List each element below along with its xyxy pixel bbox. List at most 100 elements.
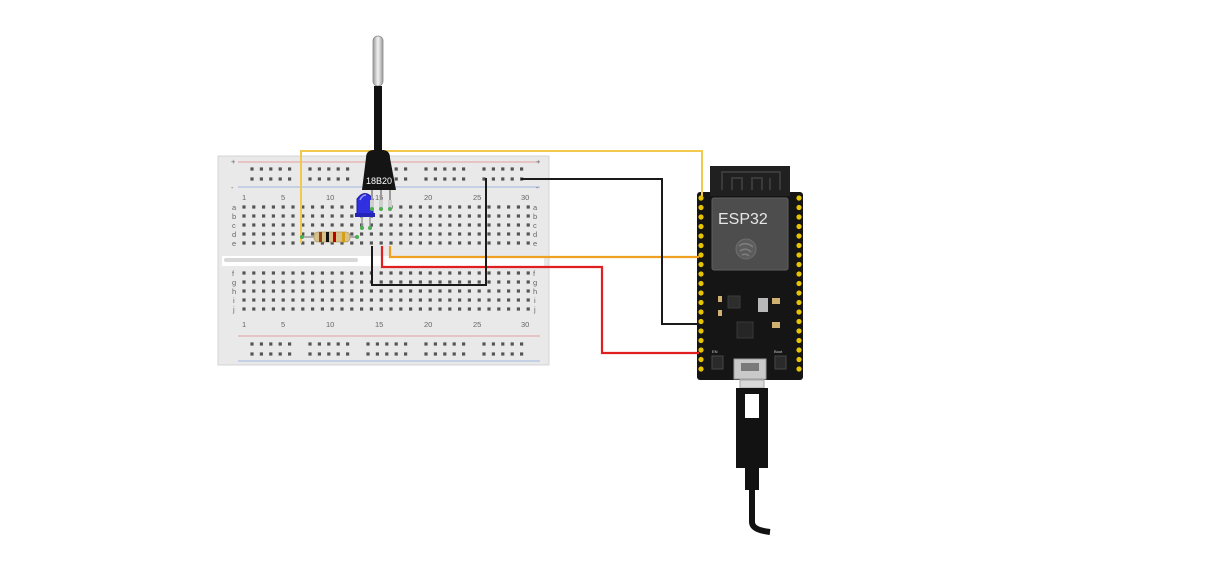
breadboard-hole: [252, 223, 256, 227]
breadboard-hole: [340, 289, 344, 293]
breadboard-hole: [250, 342, 254, 346]
breadboard-hole: [418, 241, 422, 245]
breadboard-hole: [477, 280, 481, 284]
breadboard-hole: [262, 241, 266, 245]
breadboard-hole: [262, 232, 266, 236]
breadboard-hole: [281, 205, 285, 209]
resistor-body: [313, 231, 351, 243]
header-pin: [796, 366, 802, 372]
usb-strain-relief: [745, 468, 759, 490]
rail-symbol: -: [231, 183, 234, 192]
breadboard-hole: [477, 298, 481, 302]
breadboard-hole: [404, 167, 408, 171]
breadboard-hole: [327, 177, 331, 181]
breadboard-hole: [438, 232, 442, 236]
breadboard-hole: [516, 241, 520, 245]
breadboard-hole: [399, 289, 403, 293]
breadboard-hole: [389, 271, 393, 275]
breadboard-hole: [320, 280, 324, 284]
breadboard-hole: [301, 280, 305, 284]
breadboard-hole: [320, 223, 324, 227]
breadboard-hole: [317, 352, 321, 356]
header-pin: [796, 309, 802, 315]
breadboard-hole: [330, 214, 334, 218]
breadboard-hole: [501, 342, 505, 346]
header-pin: [796, 337, 802, 344]
header-pin: [698, 328, 704, 334]
breadboard-hole: [242, 271, 246, 275]
breadboard-hole: [375, 352, 379, 356]
breadboard-hole: [458, 307, 462, 311]
usb-cord: [749, 490, 771, 535]
column-number: 5: [281, 320, 285, 329]
breadboard-hole: [418, 232, 422, 236]
breadboard-hole: [438, 271, 442, 275]
breadboard-hole: [520, 352, 524, 356]
breadboard-hole: [301, 298, 305, 302]
column-number: 30: [521, 193, 529, 202]
breadboard-hole: [477, 307, 481, 311]
column-number: 25: [473, 320, 481, 329]
header-pin: [796, 223, 802, 230]
breadboard-hole: [482, 167, 486, 171]
breadboard-hole: [389, 289, 393, 293]
breadboard-hole: [526, 280, 530, 284]
breadboard-hole: [259, 167, 263, 171]
breadboard-hole: [399, 232, 403, 236]
breadboard-hole: [497, 223, 501, 227]
led-pin-marker: [360, 226, 364, 230]
esp32-board: ESP32 EN Boot: [697, 166, 803, 380]
breadboard-hole: [281, 307, 285, 311]
breadboard-hole: [467, 307, 471, 311]
column-number: 5: [281, 193, 285, 202]
breadboard-hole: [409, 289, 413, 293]
breadboard-hole: [360, 280, 364, 284]
breadboard-hole: [399, 214, 403, 218]
breadboard-hole: [311, 214, 315, 218]
header-pin: [698, 204, 704, 211]
breadboard-hole: [409, 271, 413, 275]
breadboard-hole: [340, 280, 344, 284]
breadboard-hole: [448, 232, 452, 236]
breadboard-hole: [487, 298, 491, 302]
breadboard-hole: [394, 167, 398, 171]
breadboard-hole: [497, 298, 501, 302]
breadboard-hole: [360, 271, 364, 275]
breadboard-hole: [516, 289, 520, 293]
boot-button[interactable]: [774, 355, 787, 370]
breadboard-hole: [507, 298, 511, 302]
breadboard-hole: [510, 167, 514, 171]
breadboard-hole: [262, 271, 266, 275]
breadboard-hole: [428, 232, 432, 236]
column-number: 10: [326, 320, 334, 329]
header-pin: [796, 280, 802, 287]
breadboard-hole: [389, 307, 393, 311]
breadboard-hole: [320, 205, 324, 209]
probe-steel-tip: [372, 35, 384, 87]
header-pin: [796, 328, 802, 334]
breadboard-hole: [526, 289, 530, 293]
header-pin: [796, 204, 802, 211]
breadboard-hole: [252, 241, 256, 245]
regulator-chip: [736, 321, 754, 339]
breadboard-hole: [252, 214, 256, 218]
breadboard-hole: [252, 289, 256, 293]
breadboard-hole: [301, 241, 305, 245]
breadboard-hole: [399, 205, 403, 209]
breadboard-hole: [516, 298, 520, 302]
breadboard-hole: [418, 271, 422, 275]
breadboard-hole: [409, 280, 413, 284]
breadboard-hole: [330, 241, 334, 245]
breadboard-hole: [467, 223, 471, 227]
breadboard-hole: [497, 271, 501, 275]
breadboard-hole: [317, 167, 321, 171]
breadboard-hole: [379, 214, 383, 218]
en-button[interactable]: [711, 355, 724, 370]
breadboard-hole: [404, 342, 408, 346]
header-pin: [698, 261, 704, 268]
breadboard-hole: [336, 177, 340, 181]
breadboard-hole: [452, 352, 456, 356]
breadboard-hole: [428, 241, 432, 245]
breadboard-hole: [516, 205, 520, 209]
row-letter: j: [232, 305, 235, 314]
